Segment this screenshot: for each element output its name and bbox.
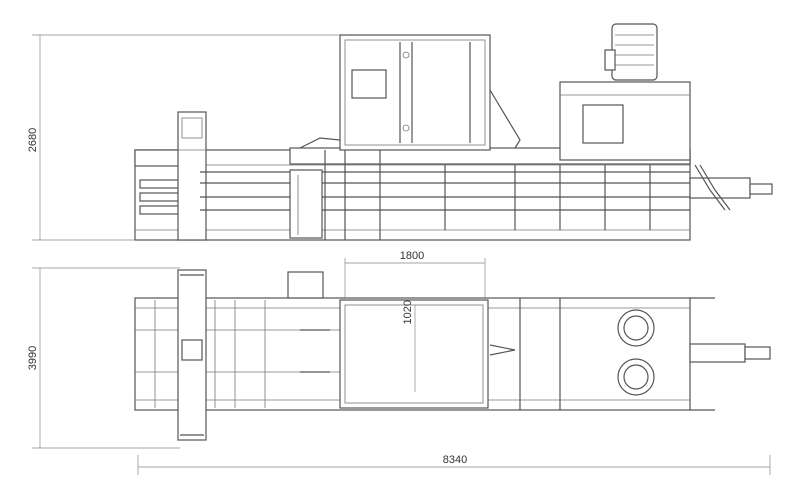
dimension-lines — [32, 34, 771, 475]
dim-label-side-height: 2680 — [27, 128, 39, 152]
plan-tank-top — [617, 309, 655, 347]
dim-label-hopper-width: 1020 — [402, 300, 414, 324]
side-tie-frame — [177, 111, 207, 241]
plan-hopper — [339, 299, 489, 409]
side-hopper-window — [351, 69, 387, 99]
dim-label-plan-width: 3990 — [27, 346, 39, 370]
plan-view — [134, 269, 771, 441]
side-control-box — [582, 104, 624, 144]
plan-gate-box — [287, 271, 324, 299]
dim-label-hopper-length: 1800 — [400, 250, 424, 262]
plan-end-cylinder — [689, 343, 746, 363]
plan-tank-bottom — [617, 358, 655, 396]
dim-label-overall-length: 8340 — [443, 454, 467, 466]
side-end-cylinder — [689, 177, 751, 199]
side-elevation-view — [134, 23, 773, 241]
side-motor — [611, 23, 658, 81]
side-power-unit — [559, 81, 691, 161]
side-gate — [289, 169, 323, 239]
